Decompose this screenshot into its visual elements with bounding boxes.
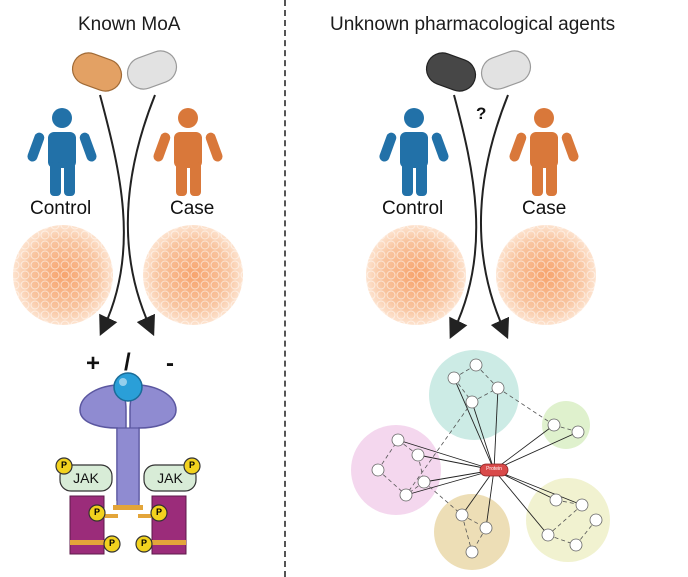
- left-panel-title: Known MoA: [78, 14, 181, 35]
- left-panel-graphics: [13, 50, 243, 555]
- right-control-label: Control: [382, 198, 444, 219]
- network-cluster-pink: [351, 425, 441, 515]
- capsule-gray-icon: [126, 50, 178, 90]
- left-control-label: Control: [30, 198, 92, 219]
- arrow-to-control: [449, 94, 478, 340]
- right-panel-title: Unknown pharmacological agents: [330, 14, 616, 35]
- arrow-to-control: [99, 94, 125, 337]
- control-person-icon: [379, 108, 449, 196]
- phospho-label-4: P: [155, 507, 162, 517]
- arrow-to-case: [126, 94, 156, 337]
- protein-hub-node: [479, 463, 509, 477]
- jak-left-box: [59, 464, 113, 492]
- phospho-label-6: P: [140, 538, 147, 548]
- protein-network-diagram: [351, 350, 610, 570]
- ligand-icon: [113, 372, 143, 402]
- receptor-diagram: [55, 372, 201, 555]
- control-cell-cluster: [366, 225, 466, 325]
- phospho-label-5: P: [108, 538, 115, 548]
- right-case-label: Case: [522, 198, 567, 219]
- protein-hub-label: Protein: [486, 466, 502, 472]
- slash-sign: /: [124, 349, 131, 376]
- right-panel-graphics: [351, 50, 610, 570]
- left-case-label: Case: [170, 198, 215, 219]
- capsule-dark-icon: [425, 52, 477, 92]
- question-mark: ?: [476, 104, 487, 123]
- minus-sign: -: [166, 350, 174, 377]
- phospho-label-3: P: [93, 507, 100, 517]
- arrow-to-case: [479, 94, 510, 340]
- case-person-icon: [509, 108, 579, 196]
- jak-right-box: [143, 464, 197, 492]
- plus-sign: +: [86, 350, 101, 377]
- jak-left-label: JAK: [73, 470, 99, 486]
- case-person-icon: [153, 108, 223, 196]
- phospho-group: [55, 457, 201, 553]
- phospho-label-1: P: [60, 460, 67, 470]
- control-cell-cluster: [13, 225, 113, 325]
- panel-divider: [284, 0, 286, 577]
- capsule-gray-icon: [480, 50, 532, 90]
- capsule-orange-icon: [71, 52, 123, 92]
- control-person-icon: [27, 108, 97, 196]
- case-cell-cluster: [143, 225, 243, 325]
- network-cluster-tan: [434, 494, 510, 570]
- case-cell-cluster: [496, 225, 596, 325]
- jak-right-label: JAK: [157, 470, 183, 486]
- phospho-label-2: P: [188, 460, 195, 470]
